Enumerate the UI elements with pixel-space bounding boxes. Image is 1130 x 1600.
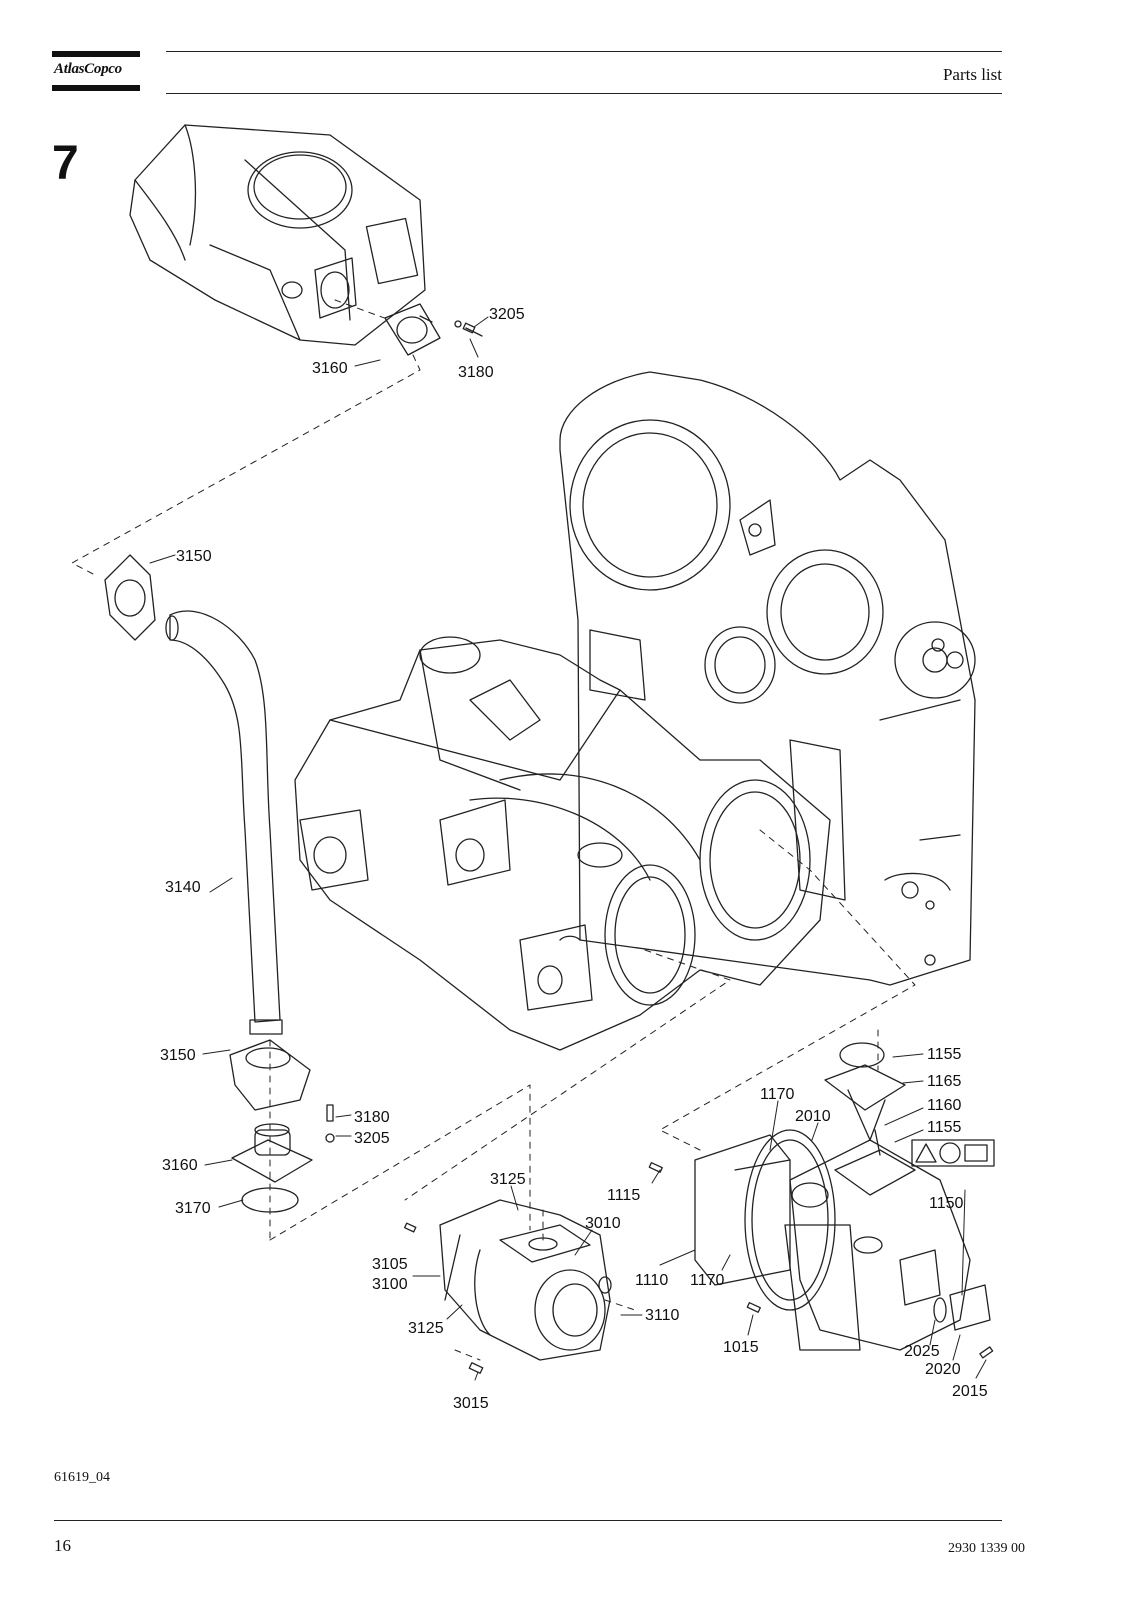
callout-1150: 1150 <box>929 1195 964 1212</box>
callout-1170: 1170 <box>690 1272 725 1289</box>
compressor-housing-drawing <box>559 371 976 986</box>
callout-1015: 1015 <box>723 1339 759 1356</box>
atlas-copco-logo: AtlasCopco <box>52 51 140 93</box>
callout-3110: 3110 <box>645 1307 680 1324</box>
cooler-assembly-drawing <box>648 1042 995 1359</box>
callout-1155: 1155 <box>927 1119 962 1136</box>
callout-3150: 3150 <box>176 548 212 565</box>
callout-3160: 3160 <box>312 360 348 377</box>
callout-1110: 1110 <box>635 1272 668 1289</box>
header-bottom-rule <box>166 93 1002 94</box>
callout-3205: 3205 <box>354 1130 390 1147</box>
page-number: 16 <box>54 1536 71 1555</box>
callout-2010: 2010 <box>795 1108 831 1125</box>
callout-leader-lines <box>149 316 987 1381</box>
callout-3015: 3015 <box>453 1395 489 1412</box>
callout-labels: 3205 3180 3160 3150 3140 3150 3180 3205 … <box>160 306 988 1412</box>
callout-1115: 1115 <box>607 1187 640 1204</box>
logo-text: AtlasCopco <box>54 61 122 77</box>
callout-3180: 3180 <box>458 364 494 381</box>
callout-3160: 3160 <box>162 1157 198 1174</box>
section-title: Parts list <box>942 65 1002 84</box>
oil-separator-drawing <box>403 1199 612 1374</box>
callout-1155: 1155 <box>927 1046 962 1063</box>
callout-2015: 2015 <box>952 1383 988 1400</box>
top-flange-drawing <box>384 303 483 356</box>
logo-top-bar <box>52 51 140 57</box>
callout-3140: 3140 <box>165 879 201 896</box>
callout-1165: 1165 <box>927 1073 962 1090</box>
bottom-flange-drawing <box>231 1104 335 1213</box>
header-top-rule <box>166 51 1002 52</box>
assembly-guide-lines <box>71 299 916 1361</box>
callout-3150: 3150 <box>160 1047 196 1064</box>
section-number: 7 <box>52 137 79 190</box>
callout-3180: 3180 <box>354 1109 390 1126</box>
callout-2025: 2025 <box>904 1343 940 1360</box>
callout-1170: 1170 <box>760 1086 795 1103</box>
callout-3100: 3100 <box>372 1276 408 1293</box>
compressor-element-drawing <box>294 636 831 1051</box>
callout-1160: 1160 <box>927 1097 962 1114</box>
callout-3205: 3205 <box>489 306 525 323</box>
figure-id: 61619_04 <box>54 1470 110 1485</box>
callout-3125: 3125 <box>490 1171 526 1188</box>
footer-rule <box>54 1520 1002 1521</box>
document-number: 2930 1339 00 <box>948 1541 1025 1556</box>
oil-pipe-drawing <box>104 554 311 1111</box>
callout-3125: 3125 <box>408 1320 444 1337</box>
callout-3010: 3010 <box>585 1215 621 1232</box>
gear-casing-drawing <box>129 124 426 346</box>
callout-3105: 3105 <box>372 1256 408 1273</box>
callout-2020: 2020 <box>925 1361 961 1378</box>
logo-bottom-bar <box>52 85 140 91</box>
callout-3170: 3170 <box>175 1200 211 1217</box>
